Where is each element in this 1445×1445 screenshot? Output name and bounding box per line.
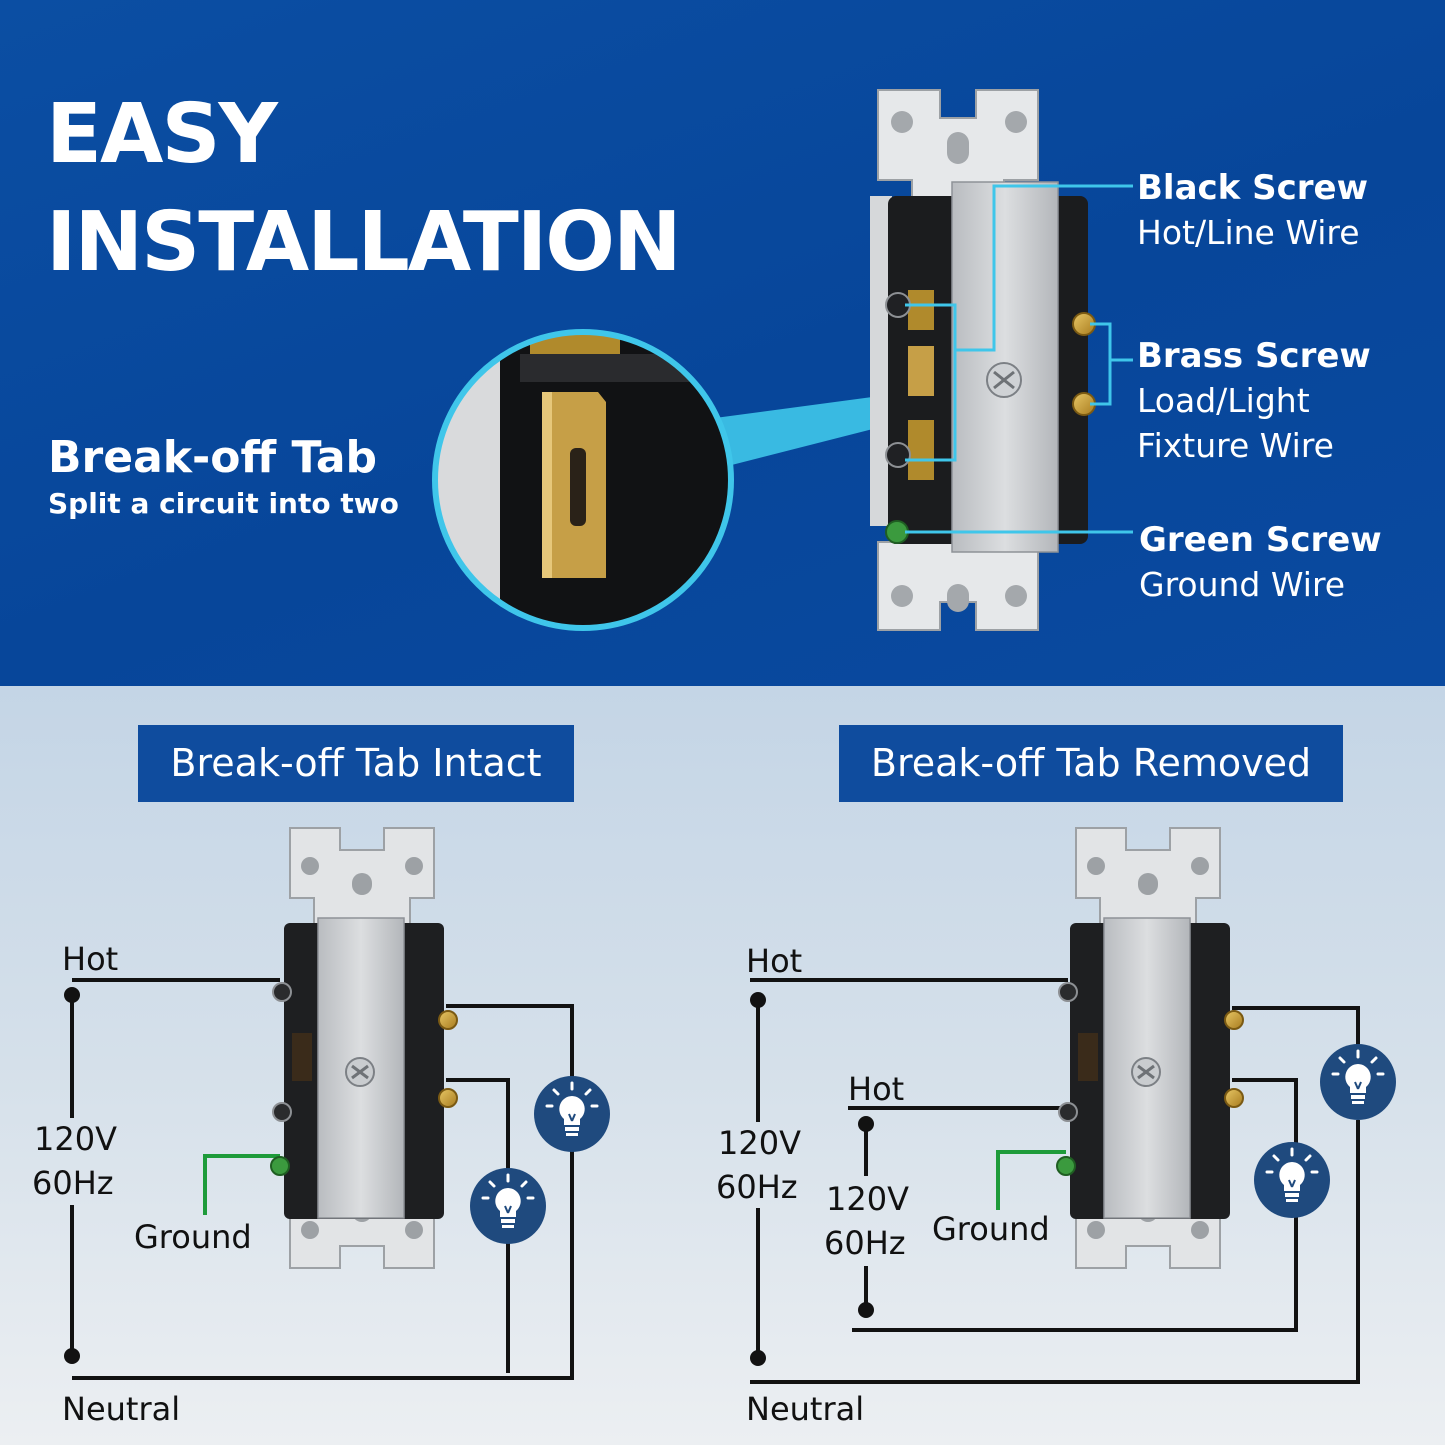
callout-title: Black Screw [1137, 168, 1368, 208]
right-hot-label: Hot [746, 942, 803, 980]
break-off-tab-title: Break-off Tab [48, 432, 378, 483]
right-hot-terminal [750, 992, 766, 1008]
left-ground-label: Ground [134, 1218, 252, 1256]
callout-green-screw: Green Screw Ground Wire [1139, 518, 1382, 607]
callout-black-screw: Black Screw Hot/Line Wire [1137, 166, 1368, 255]
right-voltage-inner-label: 120V [826, 1180, 909, 1218]
right-frequency-outer-label: 60Hz [716, 1168, 798, 1206]
left-switch [269, 826, 459, 1270]
right-wiring [750, 978, 1360, 1384]
right-neutral-terminal [750, 1350, 766, 1366]
header-tab-removed: Break-off Tab Removed [839, 725, 1343, 802]
break-off-tab-closeup [432, 329, 734, 631]
callout-desc: Ground Wire [1139, 565, 1346, 604]
callout-desc: Hot/Line Wire [1137, 213, 1360, 252]
right-frequency-inner-label: 60Hz [824, 1224, 906, 1262]
left-frequency-label: 60Hz [32, 1164, 114, 1202]
callout-desc-line2: Fixture Wire [1137, 426, 1334, 465]
right-ground-wire [996, 1150, 1066, 1210]
callout-title: Green Screw [1139, 520, 1382, 560]
switch-top-view [870, 89, 1096, 631]
callout-brass-screw: Brass Screw Load/Light Fixture Wire [1137, 334, 1371, 468]
callout-title: Brass Screw [1137, 336, 1371, 376]
left-neutral-terminal [64, 1348, 80, 1364]
left-voltage-label: 120V [34, 1120, 117, 1158]
right-neutral-label: Neutral [746, 1390, 865, 1428]
right-switch [1055, 826, 1245, 1270]
left-neutral-label: Neutral [62, 1390, 181, 1428]
right-hot2-terminal [858, 1116, 874, 1132]
easy-installation-panel [0, 0, 1445, 686]
right-hot2-label: Hot [848, 1070, 905, 1108]
callout-desc-line1: Load/Light [1137, 381, 1310, 420]
left-ground-wire [203, 1154, 280, 1215]
left-hot-label: Hot [62, 940, 119, 978]
header-tab-intact: Break-off Tab Intact [138, 725, 574, 802]
headline-line-1: EASY [46, 87, 278, 182]
break-off-tab-subtitle: Split a circuit into two [48, 487, 399, 520]
headline-line-2: INSTALLATION [46, 195, 682, 290]
left-hot-terminal [64, 987, 80, 1003]
lightbulb-icon [532, 1074, 612, 1154]
right-ground-label: Ground [932, 1210, 1050, 1248]
lightbulb-icon [1252, 1140, 1332, 1220]
right-voltage-outer-label: 120V [718, 1124, 801, 1162]
left-wiring [70, 978, 574, 1380]
lightbulb-icon [468, 1166, 548, 1246]
lightbulb-icon [1318, 1042, 1398, 1122]
callout-leader-lines [905, 184, 1133, 534]
right-load2-terminal [858, 1302, 874, 1318]
